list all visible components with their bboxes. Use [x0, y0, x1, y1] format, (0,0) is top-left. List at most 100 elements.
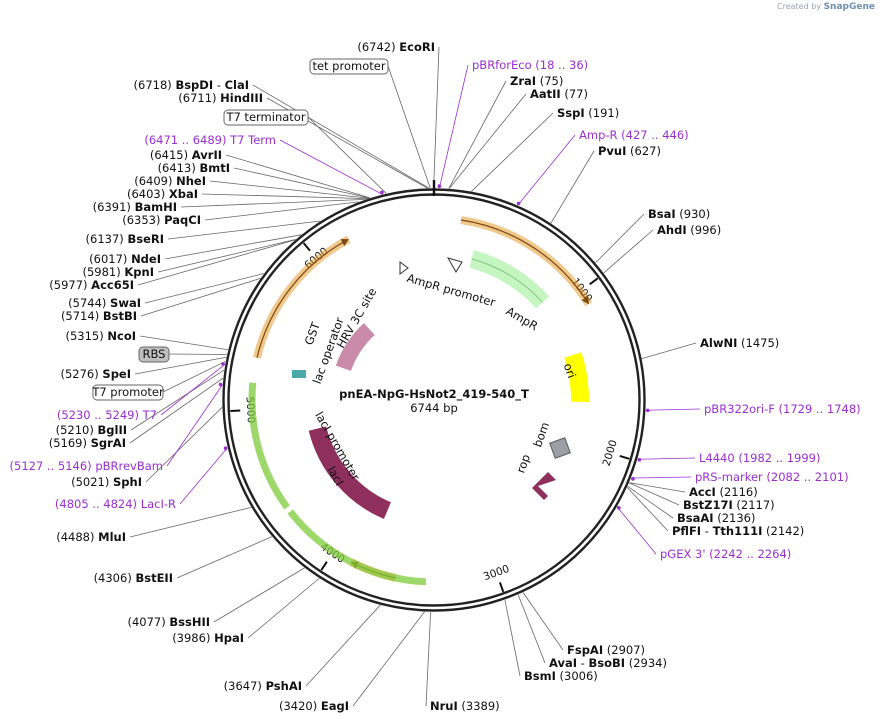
site-label[interactable]: (6742) EcoRI — [357, 40, 435, 54]
site-label[interactable]: (5981) KpnI — [82, 265, 154, 279]
site-label[interactable]: SspI (191) — [557, 106, 619, 120]
site-label[interactable]: (6718) BspDI - ClaI — [134, 78, 249, 92]
site-label[interactable]: Amp-R (427 .. 446) — [579, 128, 689, 142]
tick-mark — [302, 242, 311, 252]
site-label[interactable]: (6391) BamHI — [93, 200, 177, 214]
site-label[interactable]: (5714) BstBI — [61, 309, 137, 323]
site-label[interactable]: (3986) HpaI — [172, 631, 244, 645]
site-label[interactable]: NruI (3389) — [430, 699, 500, 713]
site-label[interactable]: ZraI (75) — [510, 74, 563, 88]
site-label[interactable]: (5230 .. 5249) T7 — [57, 408, 157, 422]
leader-line — [352, 611, 425, 707]
leader-line — [139, 335, 229, 351]
site-label[interactable]: (6415) AvrII — [150, 148, 222, 162]
site-label[interactable]: (5744) SwaI — [68, 296, 141, 310]
lac-operator-mark — [292, 370, 306, 378]
site-label[interactable]: (5210) BglII — [56, 423, 127, 437]
primer-site-mark — [645, 408, 650, 413]
feature-box[interactable] — [138, 346, 170, 363]
site-label[interactable]: pRS-marker (2082 .. 2101) — [695, 470, 849, 484]
site-label[interactable]: (6137) BseRI — [86, 232, 164, 246]
leader-line — [137, 239, 296, 286]
site-label[interactable]: (5276) SpeI — [61, 367, 132, 381]
snapgene-watermark: Created by SnapGene — [777, 2, 875, 12]
feature-box[interactable] — [92, 384, 164, 401]
site-label[interactable]: PvuI (627) — [598, 144, 661, 158]
site-label[interactable]: (6017) NdeI — [89, 252, 161, 266]
site-label[interactable]: (5127 .. 5146) pBRrevBam — [10, 459, 163, 473]
site-label[interactable]: (5169) SgrAI — [49, 436, 126, 450]
site-label[interactable]: BsaI (930) — [648, 207, 710, 221]
site-label[interactable]: (6353) PaqCI — [122, 213, 201, 227]
feature-label: bom — [530, 420, 552, 449]
leader-line — [307, 116, 387, 194]
leader-line — [387, 65, 431, 189]
site-label[interactable]: (4805 .. 4824) LacI-R — [55, 497, 176, 511]
site-label[interactable]: pGEX 3' (2242 .. 2264) — [660, 547, 791, 561]
leader-line — [225, 154, 371, 199]
site-label[interactable]: (5315) NcoI — [65, 329, 136, 343]
leader-line — [627, 485, 674, 519]
leader-line — [157, 238, 296, 273]
leader-line — [167, 220, 321, 240]
site-label[interactable]: AvaI - BsoBI (2934) — [549, 656, 667, 670]
primer-site-mark — [631, 477, 635, 481]
leader-line — [130, 369, 225, 431]
leader-line — [233, 167, 370, 199]
amp-promoter-mark-2 — [446, 257, 463, 273]
site-label[interactable]: AlwNI (1475) — [700, 336, 779, 350]
site-label[interactable]: (3647) PshAI — [224, 679, 302, 693]
site-label[interactable]: (5977) Acc65I — [49, 278, 134, 292]
site-label[interactable]: (6413) BmtI — [158, 161, 230, 175]
site-label[interactable]: (3420) EagI — [279, 699, 349, 713]
leader-line — [129, 506, 252, 538]
leader-line — [438, 64, 469, 189]
feature-box-label: RBS — [143, 347, 166, 361]
site-label[interactable]: AatII (77) — [530, 87, 588, 101]
primer-site-mark — [223, 446, 228, 451]
leader-line — [129, 377, 224, 444]
leader-line — [162, 360, 226, 393]
leader-line — [201, 193, 368, 200]
site-label[interactable]: BsmI (3006) — [524, 669, 598, 683]
lac-region-arrow-head — [340, 239, 349, 247]
site-label[interactable]: pBR322ori-F (1729 .. 1748) — [704, 402, 861, 416]
plasmid-length: 6744 bp — [410, 401, 458, 415]
site-label[interactable]: FspAI (2907) — [567, 643, 645, 657]
site-label[interactable]: PflFI - Tth111I (2142) — [672, 524, 804, 538]
leader-line — [504, 599, 521, 677]
site-label[interactable]: (4488) MluI — [56, 530, 126, 544]
leader-line — [471, 112, 554, 192]
leader-line — [213, 567, 305, 623]
site-label[interactable]: (6711) HindIII — [178, 91, 263, 105]
rop-arrow — [532, 472, 556, 500]
leader-line — [448, 93, 527, 189]
site-label[interactable]: (6471 .. 6489) T7 Term — [144, 133, 276, 147]
leader-line — [628, 482, 680, 506]
tick-mark — [619, 454, 630, 460]
leader-line — [279, 139, 383, 195]
feature-box-label: T7 terminator — [225, 110, 305, 124]
site-label[interactable]: pBRforEco (18 .. 36) — [472, 58, 588, 72]
site-label[interactable]: L4440 (1982 .. 1999) — [699, 451, 820, 465]
site-label[interactable]: AccI (2116) — [689, 485, 758, 499]
brand-name: SnapGene — [823, 2, 875, 12]
leader-line — [247, 577, 320, 639]
site-label[interactable]: (4306) BstEII — [94, 571, 173, 585]
leader-line — [209, 180, 369, 199]
feature-box[interactable] — [309, 58, 389, 75]
feature-box[interactable] — [223, 109, 309, 126]
gst-arrow — [335, 323, 375, 372]
lac-region-arrow — [256, 238, 349, 358]
bom-box — [549, 437, 571, 459]
site-label[interactable]: (5021) SphI — [71, 475, 142, 489]
leader-line — [641, 342, 697, 359]
site-label[interactable]: AhdI (996) — [657, 223, 721, 237]
site-label[interactable]: BstZ17I (2117) — [683, 498, 775, 512]
site-label[interactable]: (4077) BssHII — [127, 615, 210, 629]
leader-line — [160, 363, 226, 416]
site-label[interactable]: (6409) NheI — [134, 174, 206, 188]
site-label[interactable]: BsaAI (2136) — [677, 511, 755, 525]
site-label[interactable]: (6403) XbaI — [127, 187, 198, 201]
